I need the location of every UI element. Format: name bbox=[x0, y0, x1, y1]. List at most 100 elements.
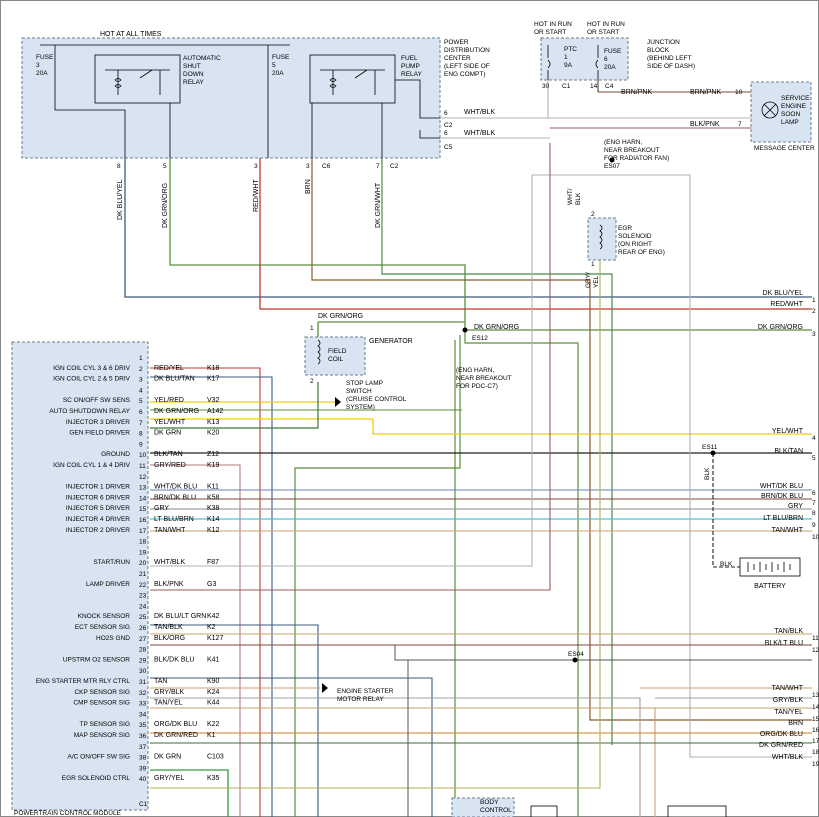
eng-harn-radiator-label: (ENG HARN, bbox=[604, 139, 642, 146]
pdc-pin-c2-label: C2 bbox=[444, 122, 453, 129]
pcm-pin-38-code: C103 bbox=[207, 754, 224, 761]
pcm-label-pin-10: GROUND bbox=[101, 451, 130, 458]
wht-blk-label-top: WHT/BLK bbox=[464, 109, 495, 116]
fuel-pump-relay-label: PUMP bbox=[401, 63, 420, 70]
body-control-label: CONTROL bbox=[480, 807, 512, 814]
pcm-pin-18: 18 bbox=[139, 539, 147, 546]
pcm-label-pin-13: INJECTOR 1 DRIVER bbox=[66, 484, 130, 491]
asd-relay-label: RELAY bbox=[183, 79, 204, 86]
hot-in-run-label-1: HOT IN RUN bbox=[534, 21, 572, 28]
right-row-number-6: 6 bbox=[812, 490, 816, 497]
pcm-pin-24: 24 bbox=[139, 603, 147, 610]
blk-pnk-label: BLK/PNK bbox=[690, 121, 720, 128]
msg-pin-7-label: 7 bbox=[738, 121, 742, 128]
bottom-connector-b bbox=[667, 805, 727, 817]
engine-starter-motor-relay-label: MOTOR RELAY bbox=[337, 696, 384, 703]
fuel-pump-relay-box[interactable] bbox=[309, 54, 396, 104]
pcm-pin-31-wire: TAN bbox=[154, 678, 167, 685]
generator-field-coil-box[interactable] bbox=[304, 336, 366, 376]
wire-pcm-38 bbox=[150, 769, 229, 817]
right-row-label-5: BLK/TAN bbox=[774, 448, 803, 455]
jb-pin-c4-label: C4 bbox=[605, 83, 614, 90]
pcm-pin-27-code: K127 bbox=[207, 635, 223, 642]
pcm-label-pin-17: INJECTOR 2 DRIVER bbox=[66, 527, 130, 534]
eng-harn-radiator-label: NEAR BREAKOUT bbox=[604, 147, 660, 154]
wire-pcm-2 bbox=[150, 367, 261, 817]
junction-block-label: BLOCK bbox=[647, 47, 670, 54]
service-engine-soon-label: LAMP bbox=[781, 119, 799, 126]
fuse-6-label: FUSE bbox=[604, 48, 622, 55]
body-control-label: BODY bbox=[480, 799, 499, 806]
pcm-label-pin-16: INJECTOR 4 DRIVER bbox=[66, 516, 130, 523]
pcm-pin-3-code: K17 bbox=[207, 376, 220, 383]
pcm-pin-26-code: K2 bbox=[207, 624, 216, 631]
pcm-pin-8-wire: DK GRN bbox=[154, 430, 181, 437]
pcm-label-pin-35: TP SENSOR SIG bbox=[80, 721, 130, 728]
es07-splice-dot bbox=[609, 157, 615, 163]
right-row-label-18: DK GRN/RED bbox=[759, 742, 803, 749]
hot-in-run-label-2: OR START bbox=[587, 29, 619, 36]
power-distribution-center-label: POWER bbox=[444, 39, 469, 46]
right-row-label-11: TAN/BLK bbox=[774, 628, 803, 635]
dk-grn-org-label-right: DK GRN/ORG bbox=[474, 324, 519, 331]
fuse-6-label: 6 bbox=[604, 56, 608, 63]
pcm-pin-22-wire: BLK/PNK bbox=[154, 581, 184, 588]
fuse-3-label: FUSE bbox=[36, 54, 54, 61]
es04-label: ES04 bbox=[568, 651, 584, 658]
pcm-pin-27-wire: BLK/ORG bbox=[154, 635, 185, 642]
pcm-label-pin-29: UPSTRM O2 SENSOR bbox=[63, 656, 130, 663]
wire-pcm-33 bbox=[150, 707, 656, 817]
eng-harn-pdc-c7-label: FOR PDC-C7) bbox=[456, 383, 498, 390]
pcm-pin-14-wire: BRN/DK BLU bbox=[154, 494, 196, 501]
pdc-bottom-pin-c2: C2 bbox=[390, 163, 399, 170]
pcm-label-pin-20: START/RUN bbox=[93, 559, 130, 566]
asd-relay-contacts bbox=[105, 69, 170, 95]
fuse-5-label: FUSE bbox=[272, 54, 290, 61]
fuse-5-label: 20A bbox=[272, 70, 284, 77]
stop-lamp-switch-label: SWITCH bbox=[346, 388, 372, 395]
pcm-pin-13: 13 bbox=[139, 485, 147, 492]
pdc-bottom-pin-3: 3 bbox=[254, 163, 258, 170]
pcm-label-pin-25: KNOCK SENSOR bbox=[78, 613, 131, 620]
pcm-pin-26: 26 bbox=[139, 625, 147, 632]
pcm-pin-22: 22 bbox=[139, 582, 147, 589]
pcm-pin-40: 40 bbox=[139, 776, 147, 783]
right-row-number-14: 14 bbox=[812, 704, 819, 711]
bottom-connector-a bbox=[530, 805, 558, 817]
ptc-label: PTC bbox=[564, 46, 577, 53]
junction-block-label: (BEHIND LEFT bbox=[647, 55, 691, 62]
egr-wire-bottom-2: YEL bbox=[593, 275, 600, 288]
pdc-pin-6-label: 6 bbox=[444, 110, 448, 117]
generator-pin-1: 1 bbox=[310, 325, 314, 332]
egr-solenoid-label: SOLENOID bbox=[618, 233, 652, 240]
eng-harn-pdc-c7-label: (ENG HARN, bbox=[456, 367, 494, 374]
powertrain-control-module-box[interactable] bbox=[11, 341, 149, 811]
right-row-label-1: DK BLU/YEL bbox=[763, 290, 804, 297]
right-row-number-12: 12 bbox=[812, 647, 819, 654]
right-row-label-13: TAN/WHT bbox=[772, 685, 804, 692]
wire-pcm-7 bbox=[150, 418, 812, 435]
message-center-box bbox=[750, 81, 812, 143]
wire-red-wht bbox=[259, 158, 812, 310]
fuse-3-label: 20A bbox=[36, 70, 48, 77]
hot-in-run-label-1: OR START bbox=[534, 29, 566, 36]
jb-pin-c1-label: C1 bbox=[562, 83, 571, 90]
pcm-pin-17: 17 bbox=[139, 528, 147, 535]
asd-relay-box[interactable] bbox=[94, 54, 181, 104]
field-coil-label: FIELD bbox=[328, 348, 347, 355]
pdc-bottom-pin-8: 8 bbox=[117, 163, 121, 170]
eng-harn-pdc-c7-label: NEAR BREAKOUT bbox=[456, 375, 512, 382]
stop-lamp-switch-label: (CRUISE CONTROL bbox=[346, 396, 407, 403]
pcm-pin-16-code: K14 bbox=[207, 516, 220, 523]
pcm-pin-2-code: K18 bbox=[207, 365, 220, 372]
pcm-pin-25-wire: DK BLU/LT GRN bbox=[154, 613, 206, 620]
jb-pin-14-label: 14 bbox=[590, 83, 598, 90]
battery-label: BATTERY bbox=[754, 583, 786, 590]
right-row-number-8: 8 bbox=[812, 510, 816, 517]
right-row-label-9: LT BLU/BRN bbox=[763, 515, 803, 522]
fuse-6-label: 20A bbox=[604, 64, 616, 71]
pcm-label-pin-40: EGR SOLENOID CTRL bbox=[62, 775, 131, 782]
right-row-number-11: 11 bbox=[812, 635, 819, 642]
stop-lamp-arrow-icon bbox=[335, 397, 341, 407]
jb-fuses bbox=[547, 45, 599, 92]
